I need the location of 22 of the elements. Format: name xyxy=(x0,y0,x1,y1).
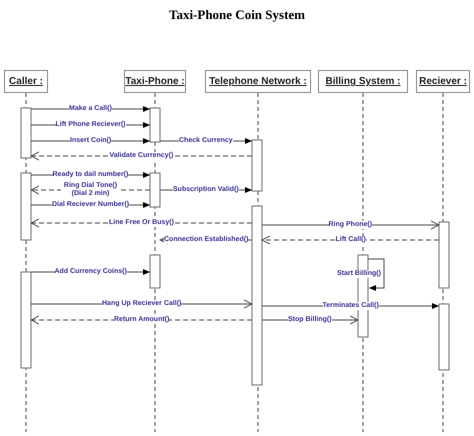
activation-bar xyxy=(150,254,160,288)
activation-bar xyxy=(438,304,450,370)
activation-bar xyxy=(252,140,262,192)
activation-bar xyxy=(150,108,160,142)
activation-bar xyxy=(252,206,262,386)
activation-bar xyxy=(150,172,160,208)
message-arrow xyxy=(368,258,384,291)
participant-name: Caller : xyxy=(9,76,43,87)
diagram-title: Taxi-Phone Coin System xyxy=(168,7,306,22)
activation-bar xyxy=(20,172,32,240)
participant-box xyxy=(318,70,408,93)
participant-box xyxy=(124,70,186,93)
activation-bar xyxy=(20,272,32,368)
participant-name: Telephone Network : xyxy=(209,76,307,87)
activation-bar xyxy=(438,222,450,288)
participant-name: Taxi-Phone : xyxy=(125,76,185,87)
activation-bar xyxy=(20,108,32,158)
participant-name: Billing System : xyxy=(325,76,400,87)
participant-name: Reciever : xyxy=(419,76,467,87)
participant-box xyxy=(416,70,470,93)
participant-box xyxy=(205,70,311,93)
participant-box xyxy=(4,70,48,93)
